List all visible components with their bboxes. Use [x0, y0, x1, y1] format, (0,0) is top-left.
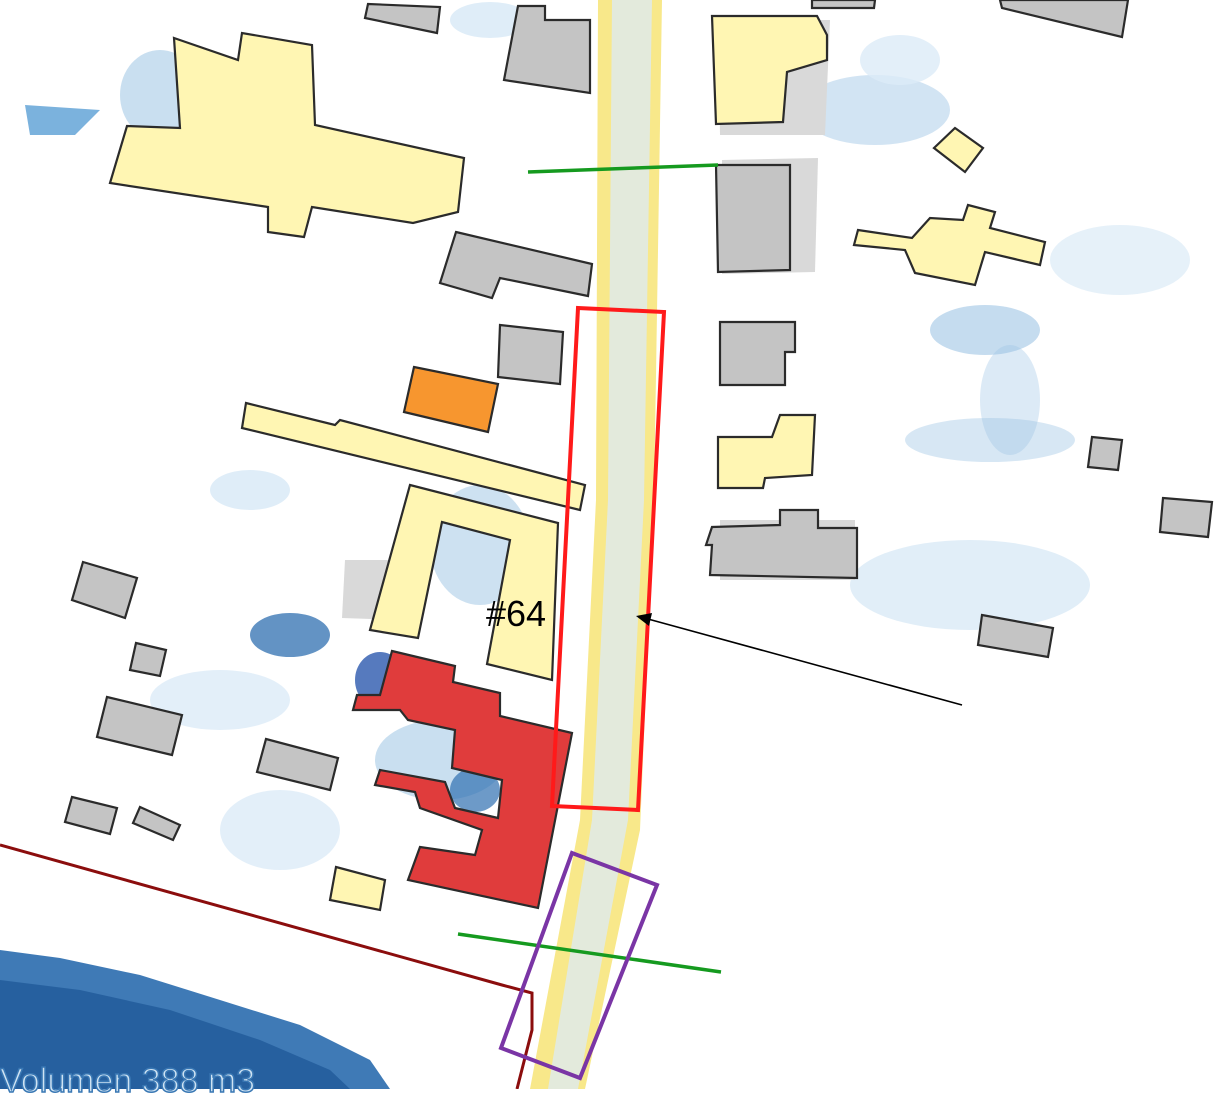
cross-section-lines: [457, 163, 722, 974]
road: [530, 0, 662, 1089]
buildings-other: [63, 0, 1214, 842]
highlight-red-box[interactable]: [549, 305, 667, 813]
highlight-purple-box[interactable]: [498, 850, 660, 1081]
pointer-arrow: [636, 613, 963, 706]
boundary-line: [0, 843, 534, 1089]
building-orange: [402, 365, 500, 434]
building-red: [351, 649, 574, 910]
buildings-residential: [108, 14, 1047, 912]
annotation-label: #64: [486, 593, 547, 634]
volume-label: Volumen 388 m3: [0, 1062, 256, 1100]
